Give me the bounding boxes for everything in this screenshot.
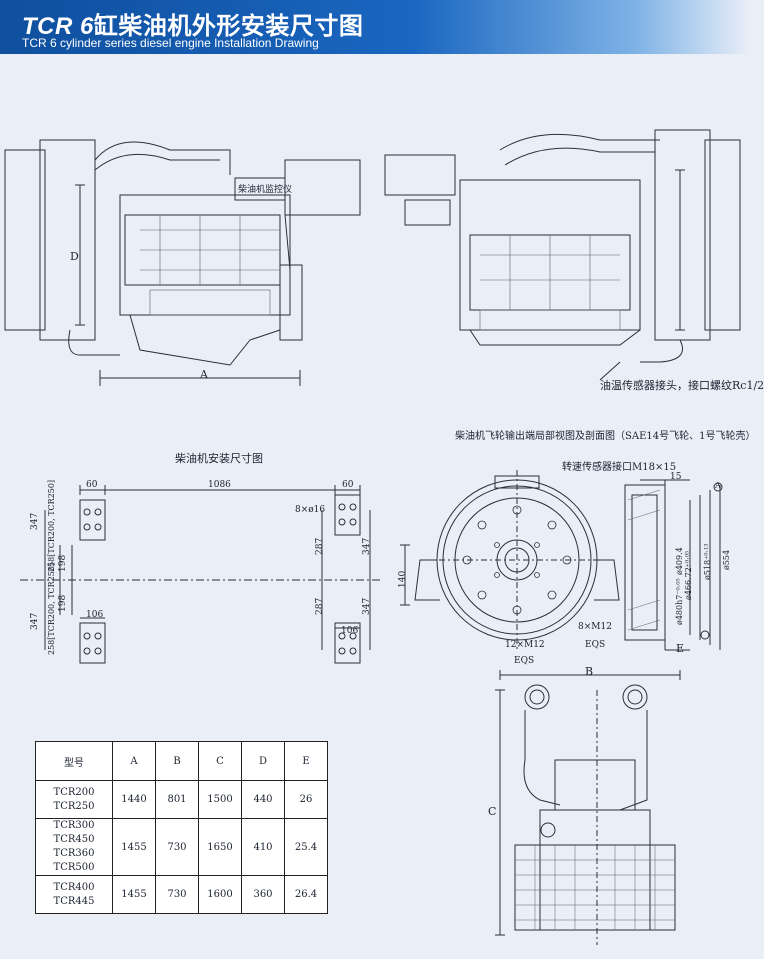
model-name: TCR200 <box>53 786 95 798</box>
model-name: TCR250 <box>53 800 95 812</box>
engine-left-view <box>4 139 361 386</box>
table-cell: 440 <box>241 780 285 819</box>
title-banner: TCR 6缸柴油机外形安装尺寸图 TCR 6 cylinder series d… <box>0 0 750 54</box>
flywheel-section-view <box>624 479 723 651</box>
table-cell: 1440 <box>112 780 156 819</box>
dim-287-a: 287 <box>315 537 325 555</box>
dim-phi409: ø409.4 <box>675 547 684 575</box>
table-cell: 410 <box>241 818 285 876</box>
dim-phi554: ø554 <box>722 549 731 570</box>
table-cell: 360 <box>241 875 285 914</box>
table-cell: 1650 <box>198 818 242 876</box>
dim-c-label: C <box>488 805 497 818</box>
table-cell: 1600 <box>198 875 242 914</box>
mounting-plan <box>20 485 380 664</box>
table-cell: 730 <box>155 875 199 914</box>
table-header-c: C <box>198 741 242 781</box>
dim-60-right: 60 <box>342 480 354 490</box>
table-header-e: E <box>284 741 328 781</box>
dim-347-d: 347 <box>362 597 372 615</box>
table-header-a: A <box>112 741 156 781</box>
dim-a-label: A <box>200 368 208 381</box>
page-subtitle: TCR 6 cylinder series diesel engine Inst… <box>22 36 319 50</box>
dim-b-label: B <box>585 665 594 678</box>
dim-106-left: 106 <box>86 610 104 620</box>
table-header-row: 型号 A B C D E <box>35 741 328 781</box>
dim-60-left: 60 <box>86 480 98 490</box>
dim-106-right: 106 <box>341 626 359 636</box>
dim-12-m12: 12×M12 <box>505 640 545 650</box>
engine-front-view <box>495 670 681 945</box>
table-cell: 1500 <box>198 780 242 819</box>
dim-347-a: 347 <box>30 512 40 530</box>
dim-258-b: 258[TCR200, TCR250] <box>47 562 56 655</box>
table-header-model: 型号 <box>35 741 113 781</box>
dim-15: 15 <box>670 472 682 482</box>
monitor-panel-label: 柴油机监控仪 <box>238 185 293 195</box>
dim-8-phi16: 8×ø16 <box>295 505 326 515</box>
dim-phi466: ø466.72⁺⁰·⁰⁵ <box>684 550 693 600</box>
model-name: TCR445 <box>53 895 95 907</box>
speed-sensor-label: 转速传感器接口M18×15 <box>562 462 677 473</box>
model-name: TCR360 TCR500 <box>53 848 95 873</box>
dim-198-b: 198 <box>58 594 68 612</box>
engine-right-view <box>384 129 741 381</box>
title-latin: TCR 6 <box>22 13 94 40</box>
eqs-label-2: EQS <box>585 640 606 650</box>
dim-258-a: 258[TCR200, TCR250] <box>47 479 56 572</box>
table-header-d: D <box>241 741 285 781</box>
table-cell: 801 <box>155 780 199 819</box>
page-title: TCR 6缸柴油机外形安装尺寸图 <box>22 6 363 41</box>
install-drawing-title: 柴油机安装尺寸图 <box>175 452 263 465</box>
title-cn: 缸柴油机外形安装尺寸图 <box>93 13 364 40</box>
dim-198-a: 198 <box>58 554 68 572</box>
model-name: TCR400 <box>53 881 95 893</box>
dim-347-b: 347 <box>30 612 40 630</box>
table-cell: 730 <box>155 818 199 876</box>
dim-140: 140 <box>398 570 408 588</box>
eqs-label-1: EQS <box>514 656 535 666</box>
dim-287-b: 287 <box>315 597 325 615</box>
temp-sensor-label: 油温传感器接头，接口螺纹Rc1/2 <box>600 379 764 392</box>
table-cell: 25.4 <box>284 818 328 876</box>
table-header-b: B <box>155 741 199 781</box>
table-cell: 26.4 <box>284 875 328 914</box>
table-cell: 1455 <box>112 818 156 876</box>
table-cell: 1455 <box>112 875 156 914</box>
dim-347-c: 347 <box>362 537 372 555</box>
table-cell: 26 <box>284 780 328 819</box>
dim-phi480: ø480h7⁻⁰·⁰⁵ <box>675 578 684 625</box>
dim-e-label: E <box>676 642 685 655</box>
dim-8-m12: 8×M12 <box>578 622 612 632</box>
dim-d-label: D <box>70 250 79 263</box>
model-name: TCR300 TCR450 <box>53 820 95 845</box>
dim-phi518: ø518⁺⁰·¹³ <box>703 543 712 580</box>
flywheel-front-view <box>400 470 620 650</box>
flywheel-view-title: 柴油机飞轮输出端局部视图及剖面图（SAE14号飞轮、1号飞轮壳） <box>455 431 756 442</box>
datum-a-marker: A <box>715 481 721 490</box>
dim-1086: 1086 <box>208 480 231 490</box>
